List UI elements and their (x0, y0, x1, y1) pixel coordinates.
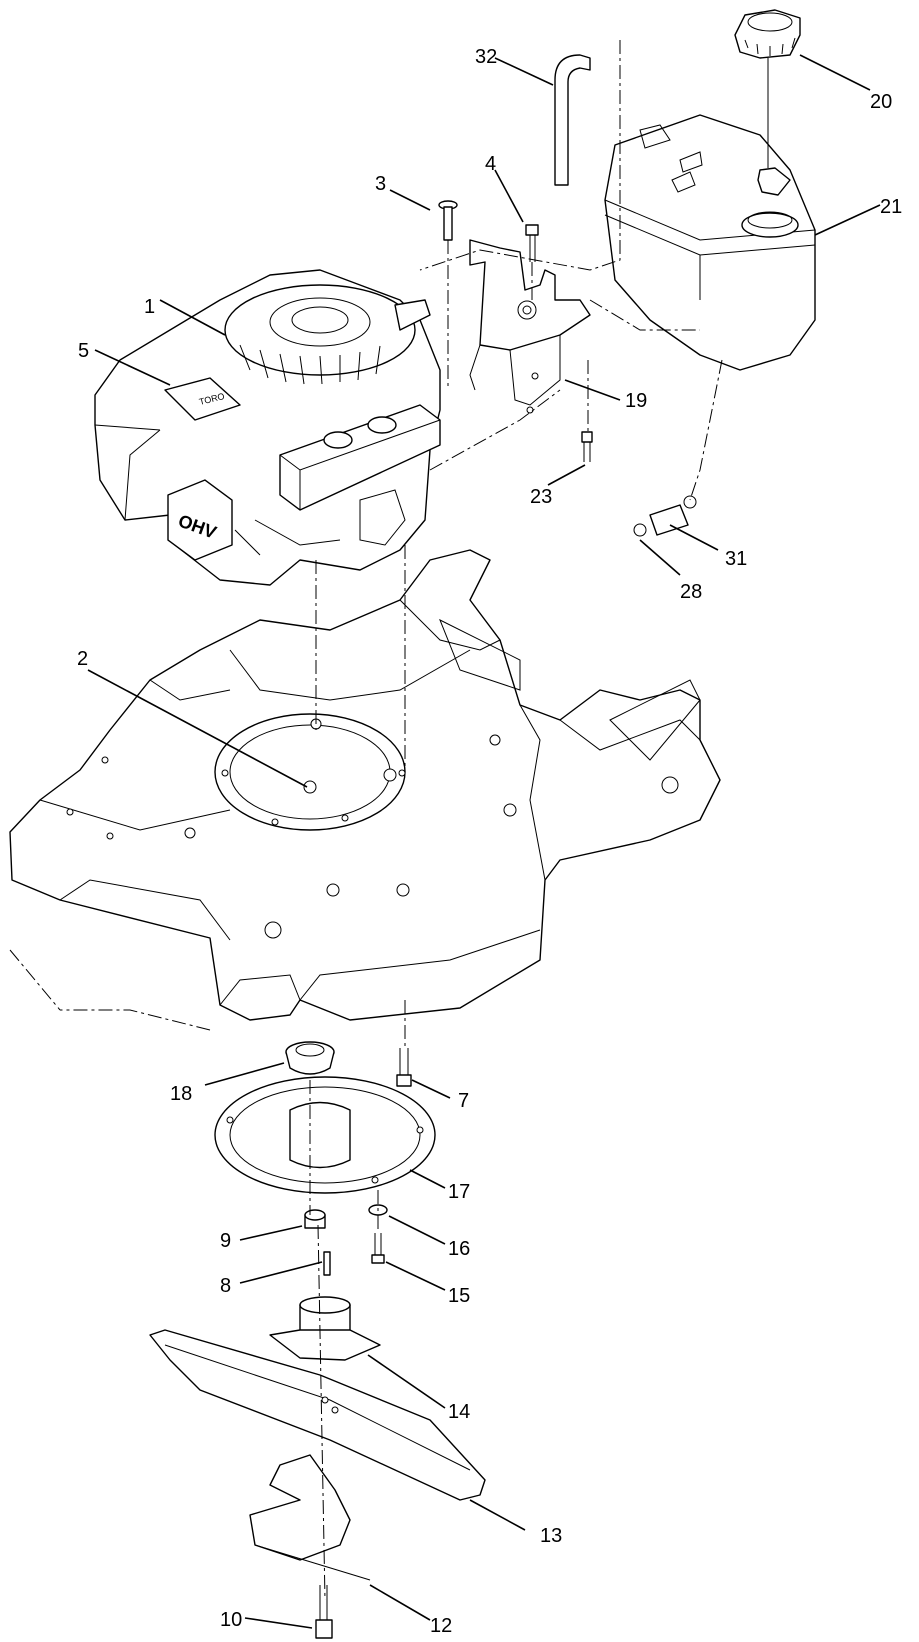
callout-8: 8 (220, 1275, 231, 1297)
callout-4: 4 (485, 153, 496, 175)
callout-2: 2 (77, 648, 88, 670)
callout-23: 23 (530, 486, 552, 508)
hardware (149, 200, 593, 1639)
engine-bracket (469, 239, 591, 414)
fuel-tank (604, 114, 816, 371)
mower-deck (9, 549, 721, 1021)
callout-20: 20 (870, 91, 892, 113)
callout-31: 31 (725, 548, 747, 570)
callout-10: 10 (220, 1609, 242, 1631)
fuel-cap (734, 9, 801, 196)
callout-32: 32 (475, 46, 497, 68)
callout-16: 16 (448, 1238, 470, 1260)
callout-7: 7 (458, 1090, 469, 1112)
callout-5: 5 (78, 340, 89, 362)
engine: TORO OHV (94, 269, 441, 586)
callout-14: 14 (448, 1401, 470, 1423)
callout-28: 28 (680, 581, 702, 603)
fuel-line-parts (554, 54, 697, 537)
callout-21: 21 (880, 196, 902, 218)
callout-15: 15 (448, 1285, 470, 1307)
callout-19: 19 (625, 390, 647, 412)
callout-18: 18 (170, 1083, 192, 1105)
callout-12: 12 (430, 1615, 452, 1637)
callout-1: 1 (144, 296, 155, 318)
callout-3: 3 (375, 173, 386, 195)
callout-17: 17 (448, 1181, 470, 1203)
callout-labels: 1 2 3 4 5 7 8 9 10 12 13 14 15 16 17 18 … (77, 46, 902, 1637)
callout-13: 13 (540, 1525, 562, 1547)
callout-9: 9 (220, 1230, 231, 1252)
assembly-lines (9, 40, 723, 1601)
leader-lines (87, 54, 881, 1629)
